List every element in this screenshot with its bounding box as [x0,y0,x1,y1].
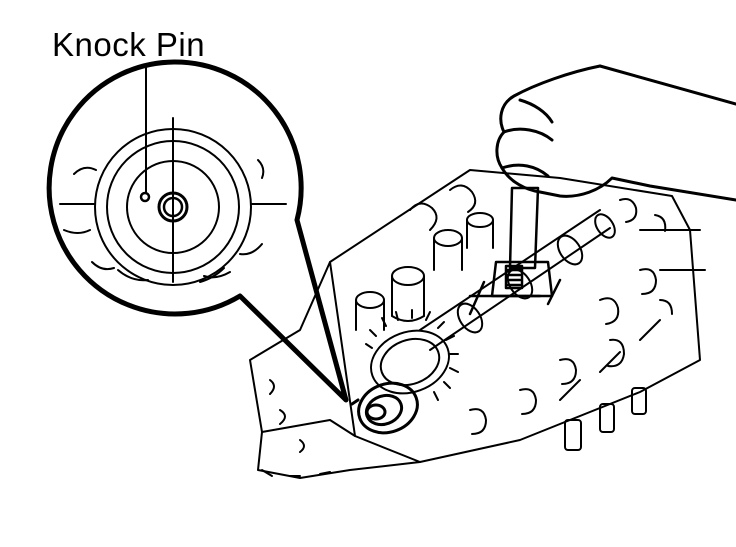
wrench [468,186,562,316]
cam-gear [365,309,459,401]
hand [495,64,736,202]
camshaft-pulley [350,381,419,435]
callout-magnifier [46,59,349,403]
knock-pin-label: Knock Pin [52,26,206,63]
knock-pin-hole [139,191,151,203]
cylinder-head [249,169,706,479]
